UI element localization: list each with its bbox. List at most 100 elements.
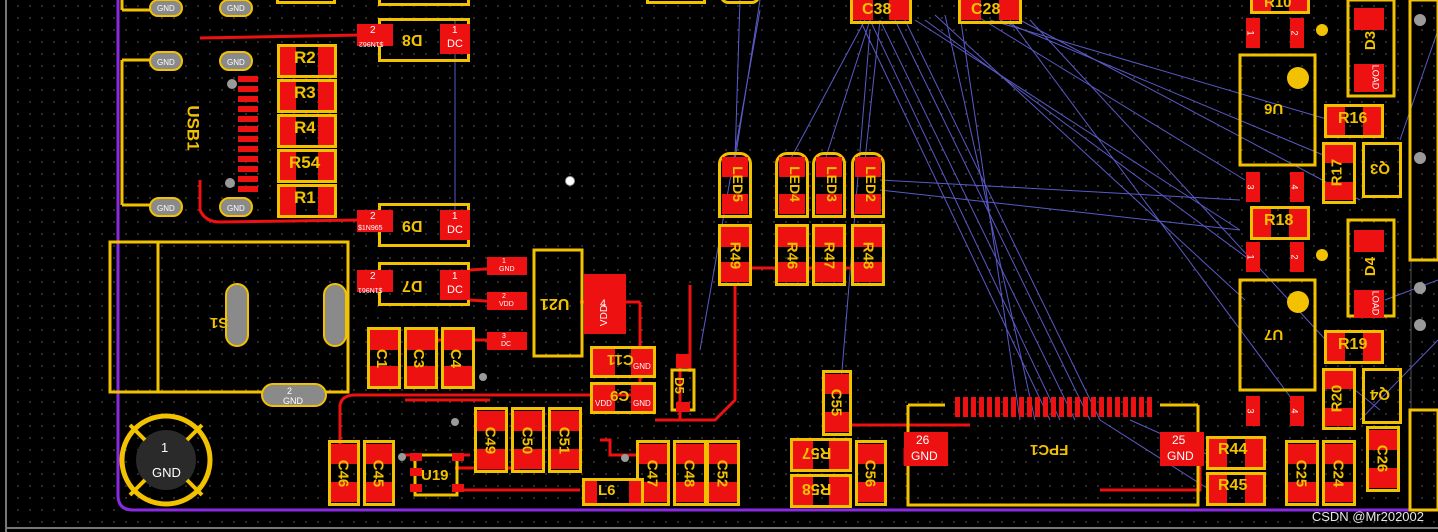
resistor-r4[interactable] [277,114,337,148]
label-r16: R16 [1338,110,1368,127]
usb1-outline [120,0,160,207]
label-r20: R20 [1328,384,1346,413]
watermark: CSDN @Mr202002 [1311,509,1424,524]
label-q4: Q4 [1370,386,1391,403]
resistor-r19[interactable] [1324,330,1384,364]
resistor-r20[interactable] [1322,368,1356,430]
label-r49: R49 [726,241,744,270]
label-c48: C48 [680,459,698,488]
label-c49: C49 [481,426,499,455]
label-led2: LED2 [862,166,879,202]
label-d8: D8 [402,31,423,48]
label-r4: R4 [294,118,316,137]
resistor-r47[interactable] [812,224,846,286]
label-r58: R58 [802,480,832,497]
capacitor-c9[interactable] [590,382,656,414]
label-u19: U19 [421,467,449,484]
label-r2: R2 [294,48,316,67]
inductor-l6[interactable] [582,478,644,506]
label-r46: R46 [783,241,801,270]
label-d7: D7 [402,277,423,294]
resistor-r17[interactable] [1322,142,1356,204]
fpc1-pad-26 [904,432,948,466]
capacitor-c56[interactable] [855,440,887,506]
capacitor-c52[interactable] [706,440,740,506]
resistor-r49[interactable] [718,224,752,286]
capacitor-c50[interactable] [511,407,545,473]
label-r47: R47 [820,241,838,270]
label-fpc1: FPC1 [1030,441,1069,458]
resistor-r1[interactable] [277,184,337,218]
led-led3[interactable] [812,152,846,218]
capacitor-c25[interactable] [1285,440,1319,506]
label-led4: LED4 [786,166,803,202]
capacitor-c38[interactable] [850,0,912,24]
capacitor-c4[interactable] [441,327,475,389]
resistor-r16[interactable] [1324,104,1384,138]
label-c46: C46 [334,459,352,488]
capacitor-c46[interactable] [328,440,360,506]
capacitor-c55[interactable] [822,370,852,436]
capacitor-c26[interactable] [1366,426,1400,492]
label-led5: LED5 [729,166,746,202]
resistor-r2[interactable] [277,44,337,78]
label-c55: C55 [827,388,845,417]
fpc1-pad-25 [1160,432,1204,466]
label-r48: R48 [859,241,877,270]
led-led2[interactable] [851,152,885,218]
label-r10: R10 [1264,0,1292,11]
capacitor-c3[interactable] [404,327,438,389]
label-d5: D5 [671,377,687,394]
resistor-r46[interactable] [775,224,809,286]
led-led4[interactable] [775,152,809,218]
label-c4: C4 [447,348,465,369]
label-u7: U7 [1264,326,1284,343]
label-q3: Q3 [1370,160,1391,177]
label-l6: L6 [598,482,616,499]
label-d4: D4 [1362,256,1380,277]
label-r1: R1 [294,188,316,207]
resistor-r10[interactable] [1250,0,1310,14]
label-c24: C24 [1329,459,1347,488]
transistor-q4[interactable] [1362,368,1402,424]
capacitor-c1[interactable] [367,327,401,389]
label-r19: R19 [1338,336,1368,353]
capacitor-c11[interactable] [590,346,656,378]
resistor-r54[interactable] [277,149,337,183]
capacitor-c45[interactable] [363,440,395,506]
capacitor-c24[interactable] [1322,440,1356,506]
label-c56: C56 [861,459,879,488]
label-r17: R17 [1328,158,1346,187]
copper-traces [198,33,1202,492]
resistor-r58[interactable] [790,474,852,508]
label-c52: C52 [713,459,731,488]
cursor-icon [566,177,574,185]
resistor-r3[interactable] [277,79,337,113]
capacitor-c48[interactable] [673,440,707,506]
label-d9: D9 [402,217,423,234]
label-r3: R3 [294,83,316,102]
capacitor-c51[interactable] [548,407,582,473]
label-d3: D3 [1362,30,1380,51]
resistor-r57[interactable] [790,438,852,472]
resistor-r44[interactable] [1206,436,1266,470]
resistor-r18[interactable] [1250,206,1310,240]
transistor-q3[interactable] [1362,142,1402,198]
ratsnest-lines [454,0,1438,491]
label-u6: U6 [1264,100,1284,117]
label-r54: R54 [289,153,321,172]
label-c28: C28 [971,1,1001,18]
capacitor-c47[interactable] [636,440,670,506]
label-led3: LED3 [823,166,840,202]
capacitor-c28[interactable] [958,0,1022,24]
label-usb1: USB1 [183,105,203,151]
resistor-r48[interactable] [851,224,885,286]
mounting-hole-number: 1 [161,440,169,455]
capacitor-c49[interactable] [474,407,508,473]
resistor-r45[interactable] [1206,472,1266,506]
led-led5[interactable] [718,152,752,218]
label-c47: C47 [643,459,661,488]
label-c45: C45 [369,459,387,488]
